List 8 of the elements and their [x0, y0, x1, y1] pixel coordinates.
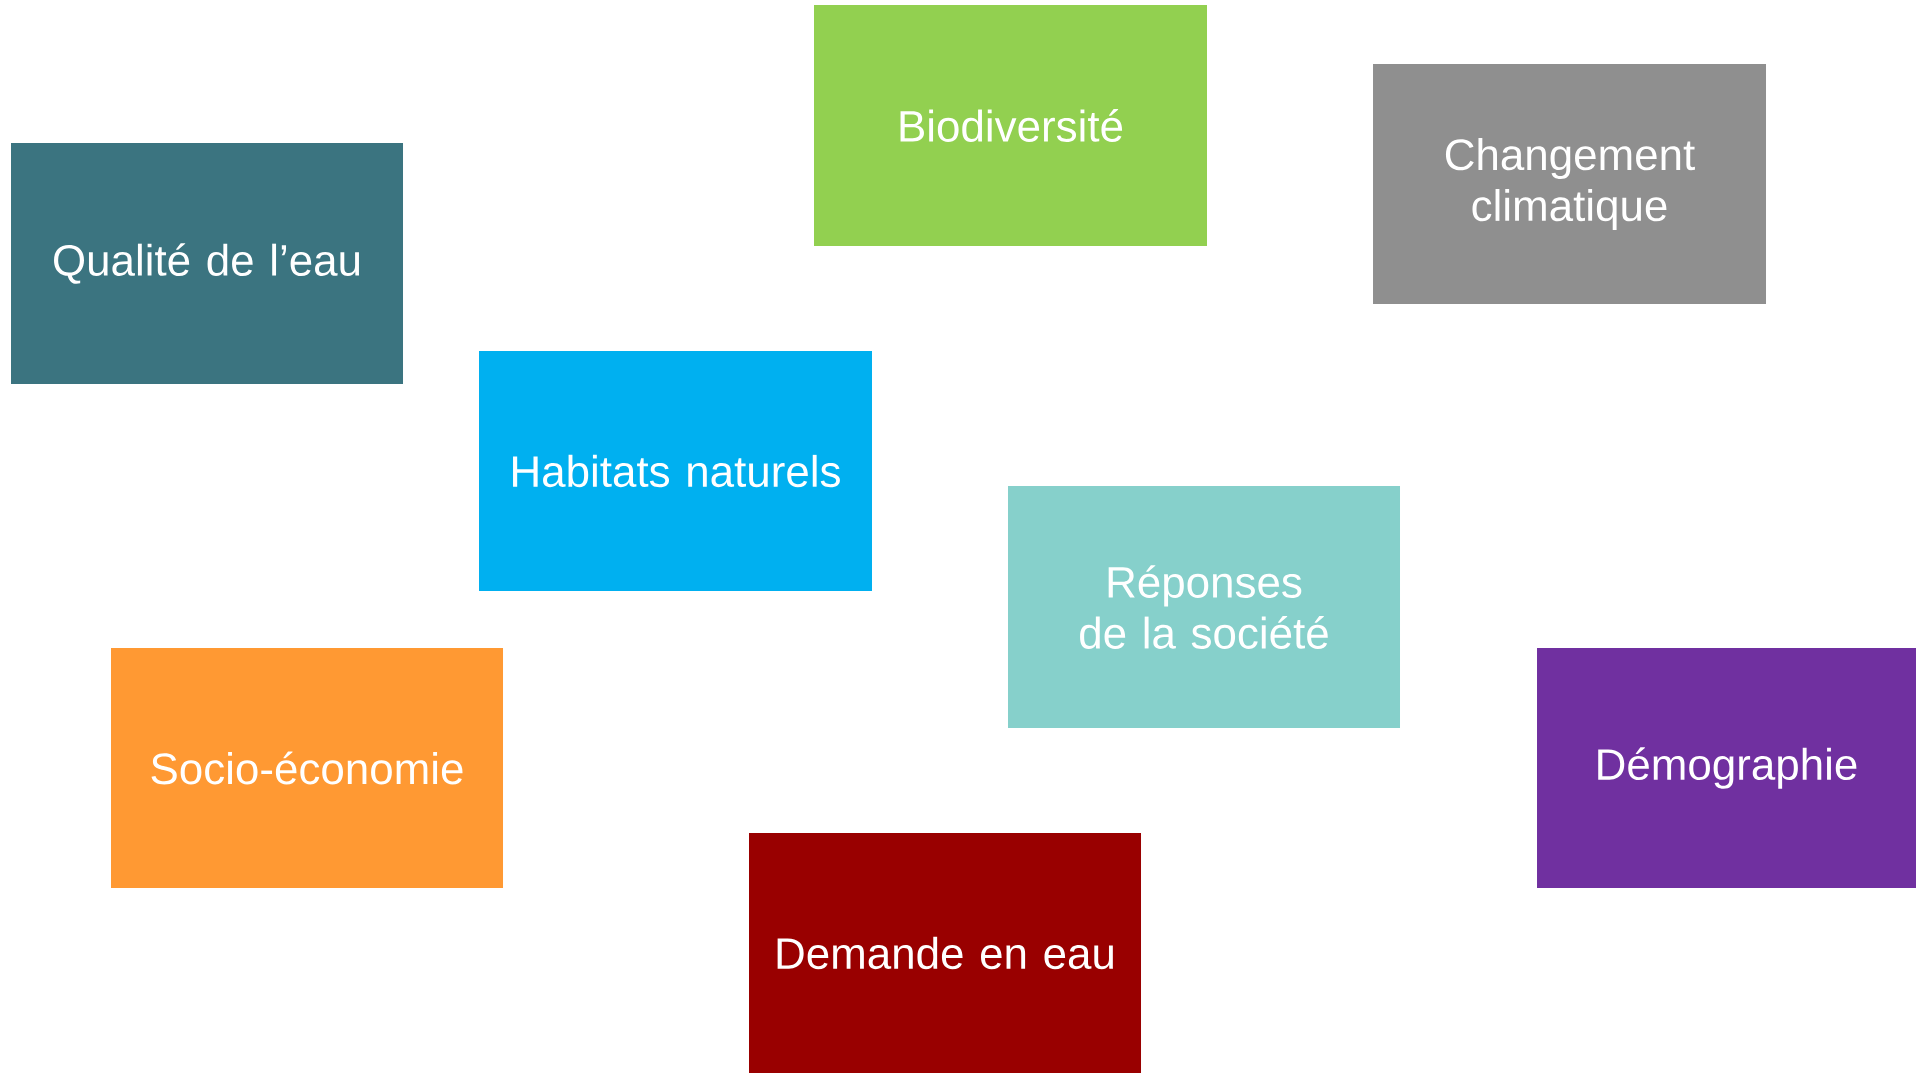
topic-box: Démographie: [1537, 648, 1916, 888]
topic-box: Changement climatique: [1373, 64, 1766, 304]
topic-box: Biodiversité: [814, 5, 1207, 246]
topic-box: Demande en eau: [749, 833, 1141, 1073]
topic-box: Réponses de la société: [1008, 486, 1400, 728]
topic-box: Qualité de l’eau: [11, 143, 403, 384]
topic-box: Socio-économie: [111, 648, 503, 888]
topic-box: Habitats naturels: [479, 351, 872, 591]
